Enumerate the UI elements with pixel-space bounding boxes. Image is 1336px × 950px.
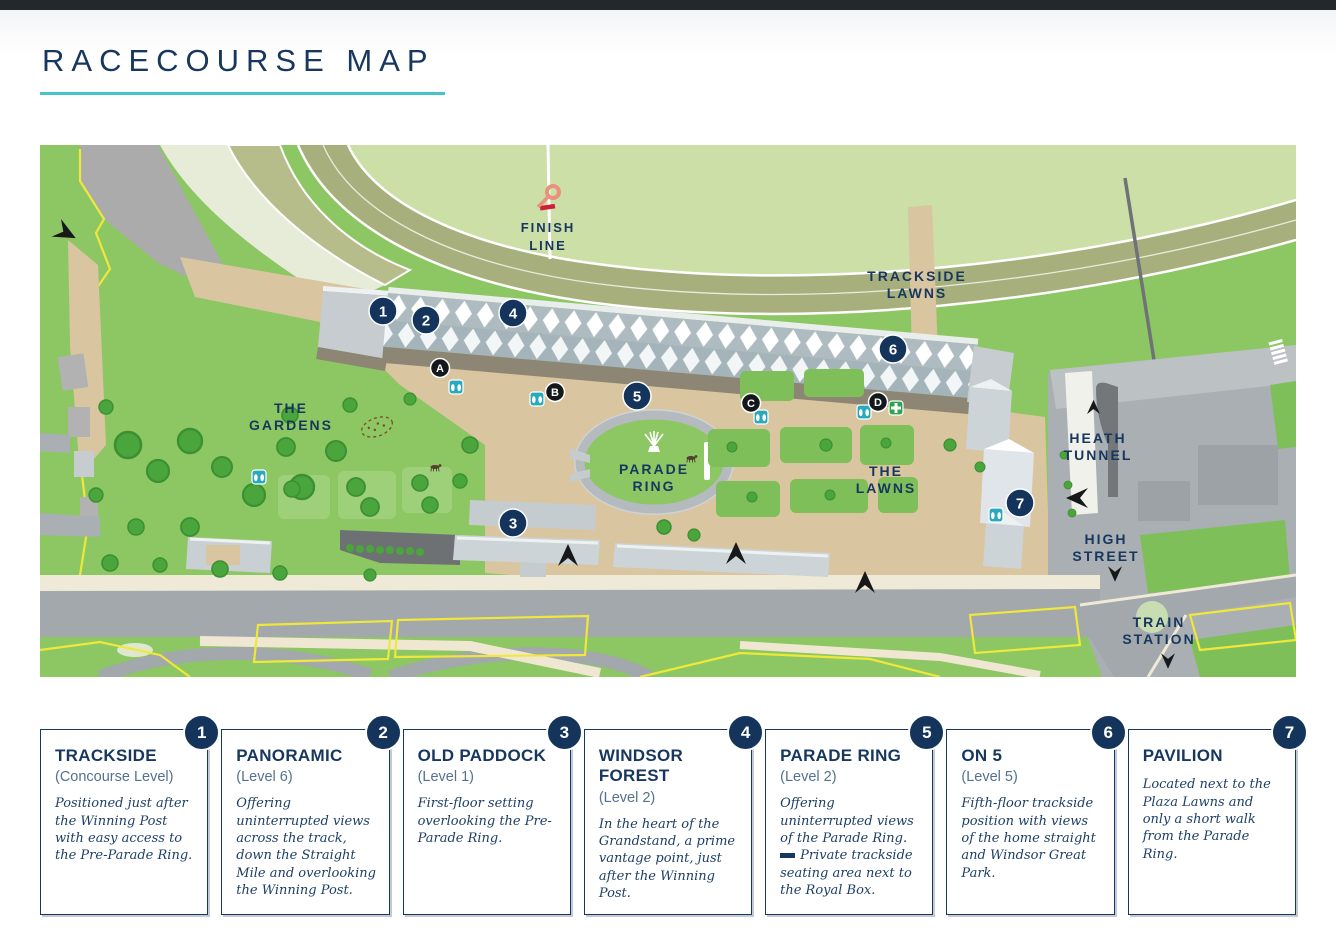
- roads: [40, 573, 1297, 684]
- marker-4: 4: [509, 306, 518, 323]
- legend-card-description: First-floor setting overlooking the Pre-…: [417, 796, 552, 846]
- grandstand: [316, 286, 1014, 415]
- toilets-icon: [856, 404, 872, 420]
- marker-7: 7: [1016, 496, 1024, 513]
- finish-line: [536, 144, 561, 260]
- gate-a-badge: A: [436, 363, 444, 375]
- legend-card-title: TRACKSIDE: [55, 746, 157, 765]
- legend-badge-2: 2: [364, 714, 402, 751]
- legend-card-description: In the heart of the Grandstand, a prime …: [598, 816, 736, 901]
- legend-card-subtitle: (Level 5): [961, 769, 1018, 786]
- legend-card-title: PANORAMIC: [236, 746, 343, 765]
- gate-badges: A B C D: [429, 357, 889, 414]
- legend-card-pavilion: 7 PAVILION Located next to the Plaza Law…: [1127, 714, 1308, 916]
- the-lawns-area: [708, 369, 918, 517]
- legend-card-old-paddock: 3 OLD PADDOCK (Level 1) First-floor sett…: [402, 714, 583, 916]
- legend-card-subtitle: (Level 1): [417, 769, 474, 786]
- trackside-lawns-label-2: LAWNS: [887, 285, 948, 301]
- legend-badge-7: 7: [1270, 714, 1308, 751]
- toilets-icon: [448, 379, 464, 395]
- legend-card-windsor-forest: 4 WINDSOR FOREST (Level 2) In the heart …: [583, 714, 765, 916]
- legend-card-title: OLD PADDOCK: [417, 746, 547, 765]
- numbered-markers: 1 2 3 4 5 6 7: [368, 296, 1035, 538]
- grandstand-roof-upper: [385, 293, 978, 372]
- legend-card-title: PAVILION: [1142, 746, 1223, 765]
- parade-ring: PARADE RING: [570, 409, 734, 515]
- finish-line-label-1: FINISH: [521, 220, 576, 235]
- heath-tunnel: [1096, 382, 1118, 497]
- the-gardens-label-1: THE: [274, 400, 308, 416]
- parade-ring-label-1: PARADE: [619, 461, 689, 477]
- racecourse-map-illustration: PARADE RING: [39, 144, 1298, 684]
- toilets-icon: [251, 469, 267, 485]
- flowerbed: [361, 416, 393, 438]
- legend-card-panoramic: 2 PANORAMIC (Level 6) Offering uninterru…: [221, 714, 402, 916]
- heath-tunnel-road: [1065, 371, 1098, 515]
- legend-badge-1: 1: [183, 714, 221, 751]
- page-title: RACECOURSE MAP: [40, 43, 445, 95]
- marker-1: 1: [379, 304, 387, 321]
- toilets-icon: [753, 409, 769, 425]
- heath-tunnel-label-2: TUNNEL: [1064, 447, 1133, 463]
- pavilion-buildings: [966, 379, 1034, 569]
- old-paddock-courtyard: [186, 537, 272, 573]
- marker-2: 2: [422, 313, 430, 330]
- the-lawns-label-2: LAWNS: [856, 480, 917, 496]
- legend-card-description: Located next to the Plaza Lawns and only…: [1142, 777, 1271, 862]
- grandstand-walkway: [381, 346, 974, 415]
- legend-card-subtitle: (Level 2): [780, 769, 837, 786]
- high-street-label-2: STREET: [1072, 548, 1139, 564]
- toilets-icon: [529, 391, 545, 407]
- marker-3: 3: [509, 516, 517, 533]
- legend-card-subtitle: (Level 6): [236, 769, 293, 786]
- legend-card-subtitle: (Concourse Level): [55, 769, 174, 786]
- legend-card-description: Fifth-floor trackside position with view…: [961, 796, 1096, 881]
- heath-tunnel-label-1: HEATH: [1069, 430, 1126, 446]
- legend-card-title: WINDSOR FOREST: [598, 746, 684, 786]
- legend-badge-6: 6: [1089, 714, 1127, 751]
- legend-badge-3: 3: [545, 714, 583, 751]
- toilets-icon: [988, 507, 1004, 523]
- page: RACECOURSE MAP: [0, 10, 1336, 916]
- legend-card-description: Positioned just after the Winning Post w…: [55, 796, 193, 864]
- the-gardens-label-2: GARDENS: [249, 417, 333, 433]
- legend-badge-5: 5: [908, 714, 946, 751]
- map-labels: FINISH LINE TRACKSIDE LAWNS THE GARDENS …: [249, 220, 1195, 647]
- legend-card-on-5: 6 ON 5 (Level 5) Fifth-floor trackside p…: [946, 714, 1127, 916]
- legend-card-description-part2: Private trackside seating area next to t…: [780, 848, 913, 898]
- legend-card-description: Offering uninterrupted views of the Para…: [780, 795, 920, 899]
- gate-c-badge: C: [747, 398, 755, 410]
- legend-card-subtitle: (Level 2): [598, 789, 656, 806]
- finish-line-label-2: LINE: [529, 238, 567, 253]
- high-street-label-1: HIGH: [1085, 531, 1128, 547]
- legend-card-description: Offering uninterrupted views across the …: [236, 796, 376, 898]
- train-station-label-1: TRAIN: [1133, 614, 1186, 630]
- private-seating-dash-icon: [780, 853, 796, 859]
- racecourse-map: PARADE RING: [39, 144, 1298, 684]
- first-aid-icon: [888, 400, 904, 416]
- zebra-crossing: [1268, 339, 1288, 365]
- legend-badge-4: 4: [727, 714, 765, 751]
- parade-ring-label-2: RING: [633, 478, 676, 494]
- marker-5: 5: [633, 389, 641, 406]
- legend-card-title: PARADE RING: [780, 746, 902, 765]
- legend: 1 TRACKSIDE (Concourse Level) Positioned…: [40, 714, 1308, 916]
- fountain-icon: [644, 431, 664, 452]
- winning-post-icon: [545, 184, 561, 200]
- legend-card-description-part1: Offering uninterrupted views of the Para…: [780, 796, 914, 846]
- gate-b-badge: B: [551, 387, 559, 399]
- finish-line-marker: [539, 203, 556, 211]
- trackside-lawns-label-1: TRACKSIDE: [867, 268, 967, 284]
- marker-6: 6: [889, 342, 897, 359]
- hedge-row: [346, 544, 424, 556]
- legend-card-trackside: 1 TRACKSIDE (Concourse Level) Positioned…: [40, 714, 221, 916]
- train-station-label-2: STATION: [1122, 631, 1195, 647]
- gate-d-badge: D: [874, 397, 882, 409]
- legend-card-parade-ring: 5 PARADE RING (Level 2) Offering uninter…: [765, 714, 946, 916]
- legend-card-title: ON 5: [961, 746, 1003, 765]
- top-bar: [0, 0, 1336, 10]
- boundary-fence: [1123, 177, 1160, 386]
- the-lawns-label-1: THE: [869, 463, 903, 479]
